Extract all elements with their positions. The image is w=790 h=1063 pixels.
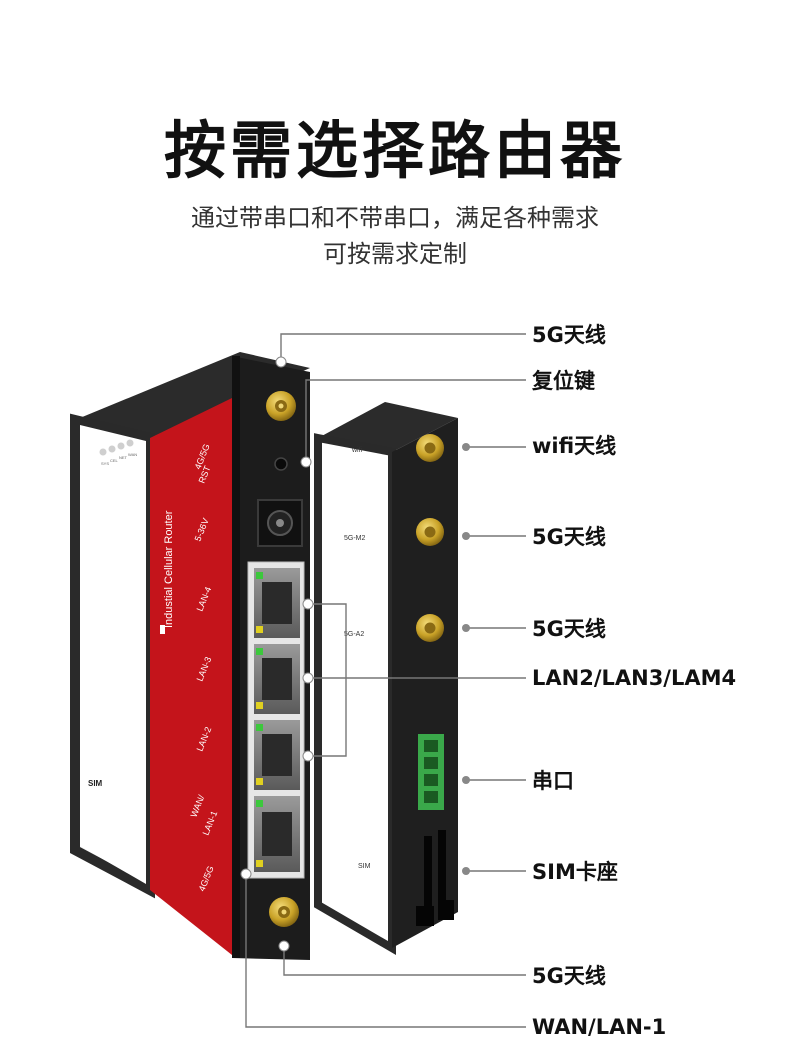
leader-lines	[245, 333, 526, 1028]
back-router-side-panel	[314, 433, 396, 955]
back-label-sim: SIM	[358, 863, 371, 870]
antenna-connector-bottom-icon	[269, 897, 299, 927]
brand-text: Industial Cellular Router	[163, 510, 175, 628]
back-label-wifi: wifi	[351, 447, 363, 454]
callout-5g-antenna-top: 5G天线	[532, 323, 606, 347]
serial-terminal-block-icon	[418, 734, 444, 810]
antenna-connector-top-icon	[266, 391, 296, 421]
ethernet-port-lan4-icon[interactable]	[254, 568, 300, 638]
reset-button-icon[interactable]	[274, 457, 288, 471]
antenna-connector-5g-m2-icon	[416, 518, 444, 546]
callout-5g-antenna-m2: 5G天线	[532, 525, 606, 549]
status-led-group: SYS CEL NET WAN	[99, 439, 137, 466]
callout-reset-button: 复位键	[532, 369, 595, 393]
callout-wan-lan1: WAN/LAN-1	[532, 1015, 667, 1039]
front-sim-label: SIM	[88, 779, 103, 788]
subtitle-line-1: 通过带串口和不带串口，满足各种需求	[191, 204, 599, 232]
back-router-top	[318, 402, 458, 452]
ethernet-port-lan2-icon[interactable]	[254, 720, 300, 790]
callout-5g-antenna-a2: 5G天线	[532, 617, 606, 641]
back-label-5g-m2: 5G-M2	[344, 535, 366, 542]
leader-dots	[240, 356, 314, 952]
front-router-red-strip	[150, 398, 232, 955]
back-router	[314, 402, 458, 955]
callout-5g-antenna-bottom: 5G天线	[532, 964, 606, 988]
back-router-face	[392, 418, 458, 948]
sim-slot-icon[interactable]	[416, 830, 454, 926]
ethernet-port-wan-icon[interactable]	[254, 796, 300, 872]
antenna-connector-5g-a2-icon	[416, 614, 444, 642]
subtitle-line-2: 可按需求定制	[323, 240, 467, 268]
callout-sim-slot: SIM卡座	[532, 860, 618, 884]
led-label-wan: WAN	[128, 452, 137, 457]
leader-dots-dark	[462, 443, 470, 875]
callout-wifi-antenna: wifi天线	[532, 434, 617, 458]
ethernet-port-lan3-icon[interactable]	[254, 644, 300, 714]
ethernet-port-stack	[247, 561, 305, 879]
led-label-cel: CEL	[110, 458, 119, 463]
led-label-sys: SYS	[101, 461, 109, 466]
led-label-net: NET	[119, 455, 128, 460]
callout-serial-port: 串口	[532, 769, 574, 793]
antenna-connector-wifi-icon	[416, 434, 444, 462]
page-title: 按需选择路由器	[163, 114, 626, 187]
back-label-5g-a2: 5G-A2	[344, 631, 364, 638]
callout-lan-ports: LAN2/LAN3/LAM4	[532, 666, 737, 690]
power-jack-icon	[257, 499, 303, 547]
